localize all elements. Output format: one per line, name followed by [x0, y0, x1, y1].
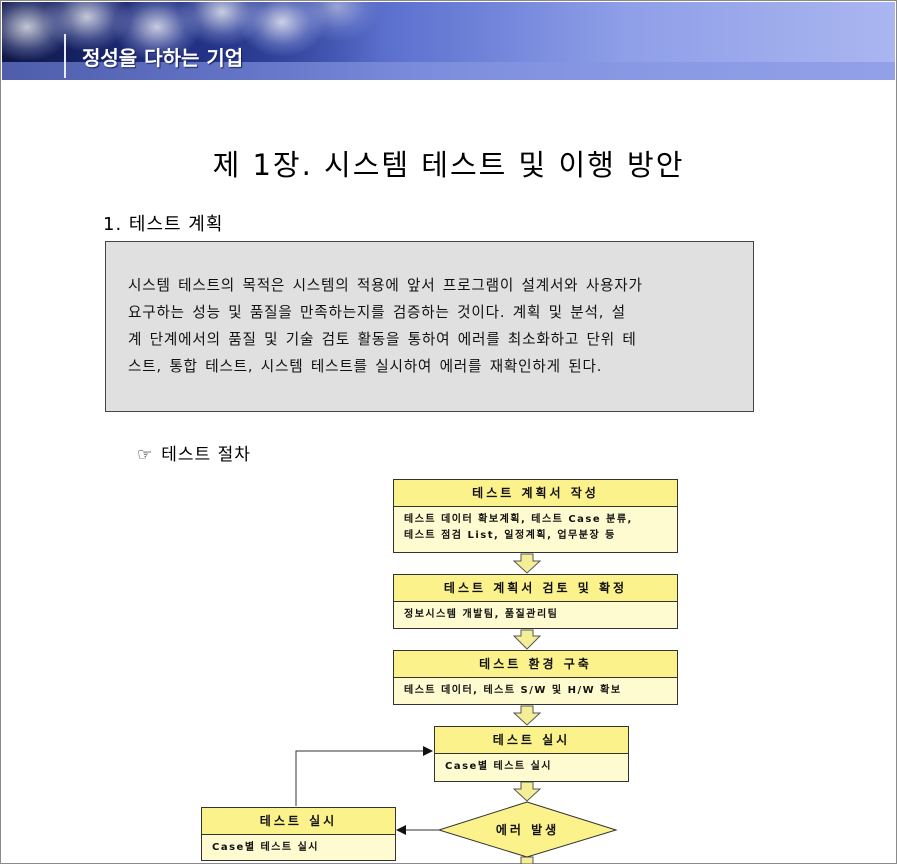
procedure-label: 테스트 절차 [161, 445, 251, 465]
flow-step-detail: Case별 테스트 실시 [212, 842, 319, 853]
flow-step-detail: 테스트 데이터 확보계획, 테스트 Case 분류, [404, 514, 633, 525]
flow-step-plan-writing: 테스트 계획서 작성 테스트 데이터 확보계획, 테스트 Case 분류, 테스… [393, 479, 678, 553]
summary-line: 요구하는 성능 및 품질을 만족하는지를 검증하는 것이다. 계획 및 분석, … [128, 304, 626, 321]
flow-step-environment: 테스트 환경 구축 테스트 데이터, 테스트 S/W 및 H/W 확보 [393, 650, 678, 705]
banner-title: 정성을 다하는 기업 [82, 46, 244, 70]
summary-line: 계 단계에서의 품질 및 기술 검토 활동을 통하여 에러를 최소화하고 단위 … [128, 331, 637, 348]
flow-step-plan-review: 테스트 계획서 검토 및 확정 정보시스템 개발팀, 품질관리팀 [393, 574, 678, 629]
page-title: 제 1장. 시스템 테스트 및 이행 방안 [212, 148, 685, 182]
flow-step-detail: Case별 테스트 실시 [445, 761, 552, 772]
flow-step-title: 테스트 실시 [202, 808, 395, 835]
section-heading: 1. 테스트 계획 [103, 214, 224, 235]
flow-side-step-execution: 테스트 실시 Case별 테스트 실시 [201, 807, 396, 861]
flow-step-detail: 정보시스템 개발팀, 품질관리팀 [404, 609, 559, 620]
flow-step-title: 테스트 계획서 작성 [394, 480, 677, 507]
flow-step-detail: 테스트 점검 List, 일정계획, 업무분장 등 [404, 530, 616, 541]
procedure-heading: ☞ 테스트 절차 [137, 440, 251, 465]
left-arrow-icon [396, 825, 406, 835]
decision-label: 에러 발생 [495, 823, 560, 837]
down-arrow-icon [512, 781, 542, 802]
flow-step-detail: 테스트 데이터, 테스트 S/W 및 H/W 확보 [404, 685, 622, 696]
banner-divider [64, 34, 66, 78]
flow-step-title: 테스트 실시 [435, 727, 628, 754]
pointing-hand-icon: ☞ [137, 445, 154, 465]
summary-line: 스트, 통합 테스트, 시스템 테스트를 실시하여 에러를 재확인하게 된다. [128, 358, 603, 375]
summary-box: 시스템 테스트의 목적은 시스템의 적용에 앞서 프로그램이 설계서와 사용자가… [105, 241, 754, 412]
down-arrow-icon [512, 629, 542, 650]
flow-step-title: 테스트 계획서 검토 및 확정 [394, 575, 677, 602]
flow-step-execution: 테스트 실시 Case별 테스트 실시 [434, 726, 629, 782]
decision-diamond [437, 801, 618, 858]
summary-line: 시스템 테스트의 목적은 시스템의 적용에 앞서 프로그램이 설계서와 사용자가 [128, 277, 643, 294]
flow-step-title: 테스트 환경 구축 [394, 651, 677, 678]
down-arrow-icon [512, 553, 542, 574]
down-arrow-icon [512, 705, 542, 726]
right-arrow-icon [423, 746, 433, 756]
down-arrow-icon [520, 856, 534, 864]
header-banner: 정성을 다하는 기업 [2, 2, 895, 80]
